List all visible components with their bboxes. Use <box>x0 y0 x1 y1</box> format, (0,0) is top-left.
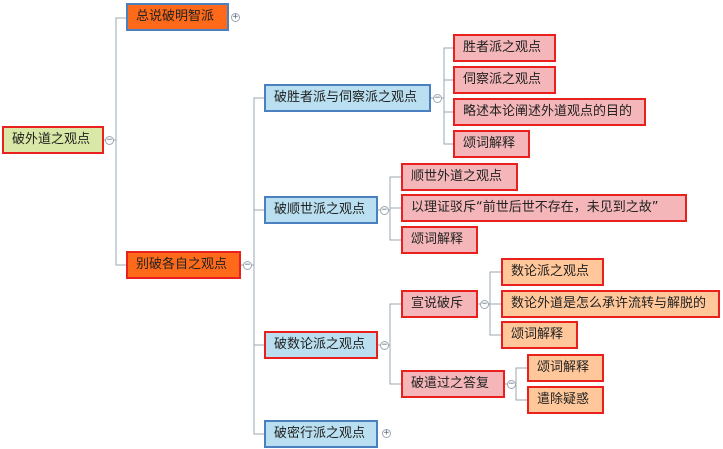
leaf-node[interactable]: 数论外道是怎么承许流转与解脱的 <box>501 290 720 318</box>
leaf-node[interactable]: 伺察派之观点 <box>453 66 556 94</box>
leaf-node[interactable]: 胜者派之观点 <box>453 34 556 62</box>
expand-toggle-icon[interactable]: + <box>231 12 240 22</box>
collapse-toggle-icon[interactable]: − <box>380 340 389 350</box>
branch-general-refutation[interactable]: 总说破明智派 <box>126 3 229 31</box>
leaf-node[interactable]: 顺世外道之观点 <box>401 163 518 191</box>
collapse-toggle-icon[interactable]: − <box>480 299 489 309</box>
sub-carvaka[interactable]: 破顺世派之观点 <box>264 196 378 224</box>
leaf-node[interactable]: 颂词解释 <box>453 130 530 158</box>
collapse-toggle-icon[interactable]: − <box>433 93 442 103</box>
leaf-node[interactable]: 颂词解释 <box>401 226 478 254</box>
leaf-node[interactable]: 遣除疑惑 <box>527 386 604 414</box>
collapse-toggle-icon[interactable]: − <box>380 205 389 215</box>
collapse-toggle-icon[interactable]: − <box>243 260 252 270</box>
sub-samkhya[interactable]: 破数论派之观点 <box>264 331 378 359</box>
leaf-node[interactable]: 颂词解释 <box>527 354 604 382</box>
branch-individual-refutation[interactable]: 别破各自之观点 <box>126 251 241 279</box>
root-node[interactable]: 破外道之观点 <box>2 126 104 154</box>
sub-sub-refutation[interactable]: 宣说破斥 <box>401 290 478 318</box>
leaf-node[interactable]: 略述本论阐述外道观点的目的 <box>453 98 646 126</box>
collapse-toggle-icon[interactable]: − <box>105 135 114 145</box>
leaf-node[interactable]: 以理证驳斥“前世后世不存在，未见到之故” <box>401 194 687 222</box>
expand-toggle-icon[interactable]: + <box>382 428 391 438</box>
sub-sub-reply[interactable]: 破遣过之答复 <box>401 370 505 398</box>
leaf-node[interactable]: 数论派之观点 <box>501 258 604 286</box>
collapse-toggle-icon[interactable]: − <box>507 379 516 389</box>
sub-nirgrantha[interactable]: 破密行派之观点 <box>264 420 378 448</box>
leaf-node[interactable]: 颂词解释 <box>501 321 578 349</box>
sub-jaina-mimamsa[interactable]: 破胜者派与伺察派之观点 <box>264 84 431 112</box>
